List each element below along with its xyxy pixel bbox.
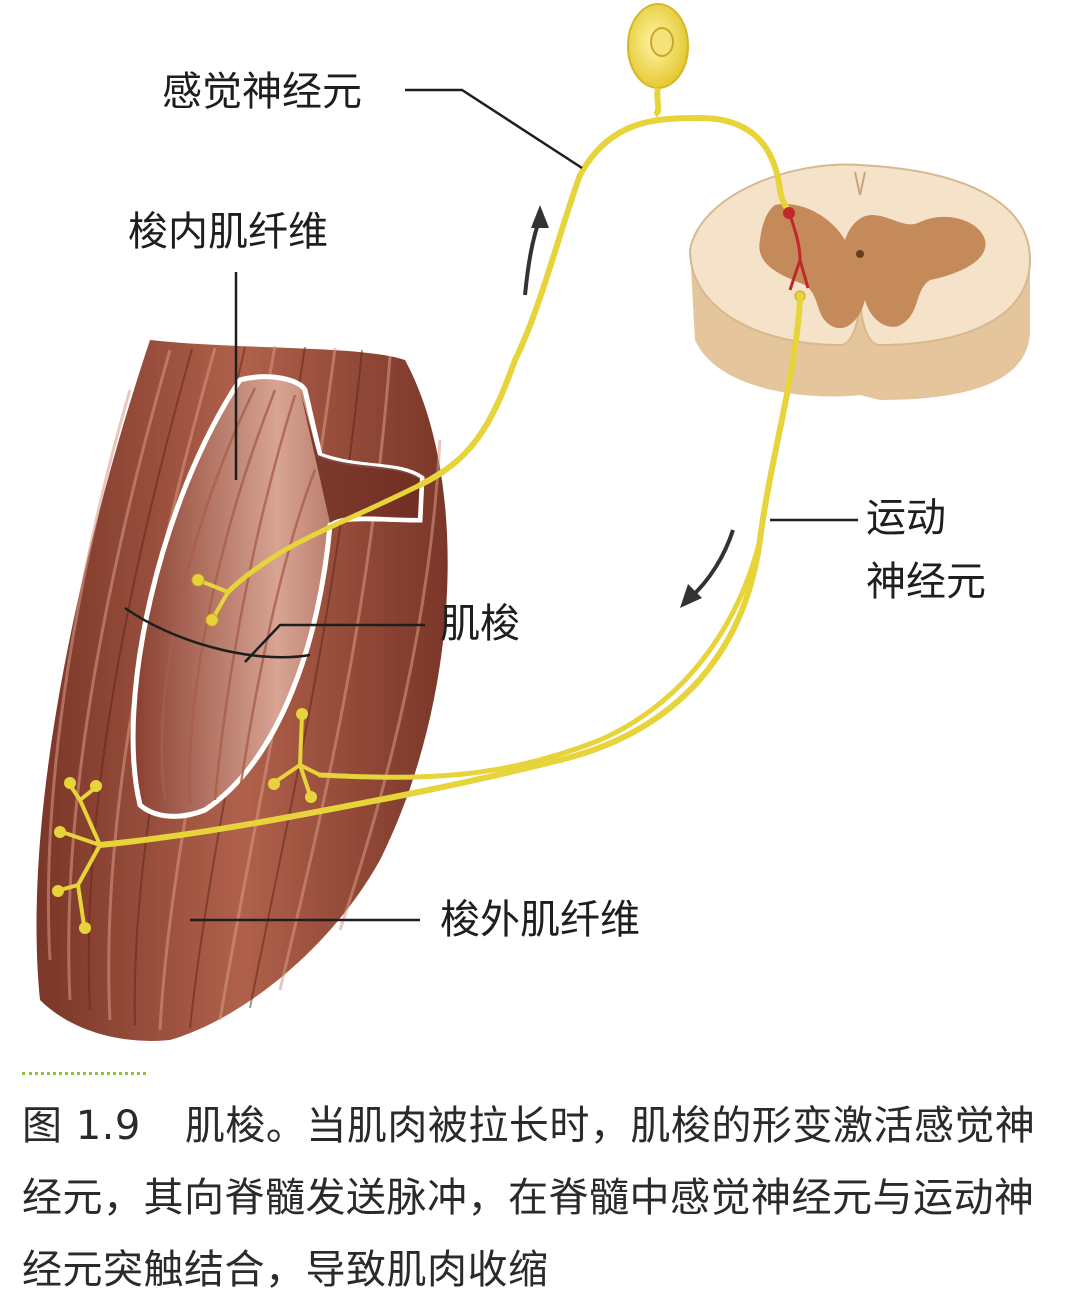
downward-impulse-arrow [680,529,735,608]
motor-neuron-path [52,297,803,934]
leader-lines [124,88,858,922]
sensory-neuron-path [191,3,810,627]
muscle-spindle-reflex-diagram [36,3,1032,1041]
sensory-neuron-label: 感觉神经元 [162,69,362,115]
intrafusal-fiber-label: 梭内肌纤维 [128,209,328,255]
extrafusal-fiber-label: 梭外肌纤维 [440,897,640,943]
upward-impulse-arrow [523,205,549,296]
muscle-spindle-leader [244,623,425,663]
motor-neuron-label-line1: 运动 [866,495,946,541]
muscle-spindle-capsule [130,374,425,819]
caption-text: 肌梭。当肌肉被拉长时，肌梭的形变激活感觉神经元，其向脊髓发送脉冲，在脊髓中感觉神… [22,1103,1036,1293]
spinal-cord-cross-section [688,163,1032,400]
figure-number: 图 1.9 [22,1103,141,1149]
caption-accent-rule [22,1072,146,1079]
muscle-spindle-label: 肌梭 [440,601,520,647]
muscle-spindle-outline-arc [124,606,311,659]
motor-neuron-label-line2: 神经元 [866,559,986,605]
sensory-neuron-leader [405,88,583,170]
